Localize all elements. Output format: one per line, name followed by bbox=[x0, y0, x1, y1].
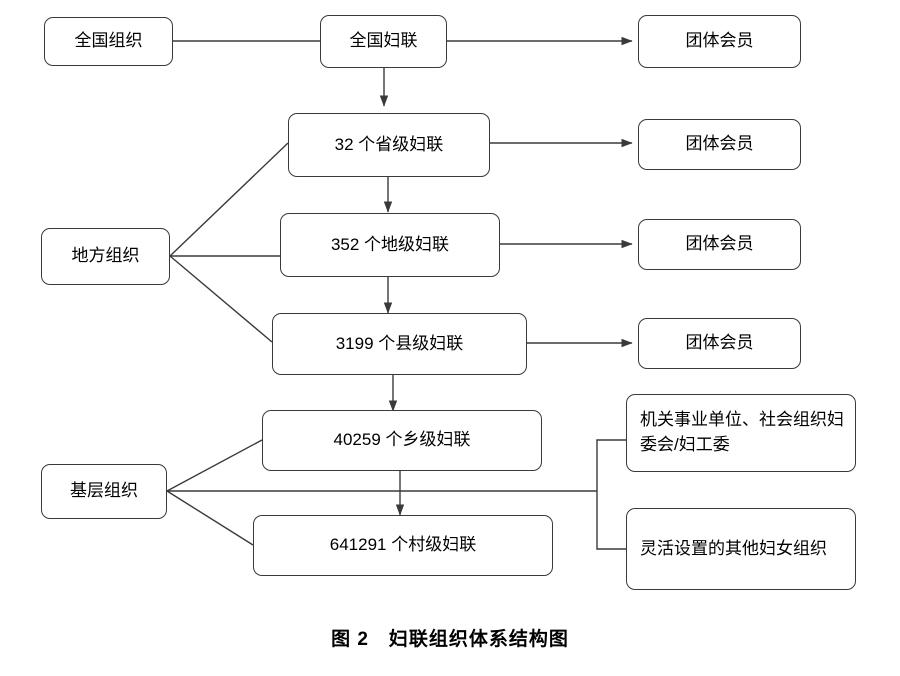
group-node-national[interactable]: 全国组织 bbox=[44, 17, 173, 66]
level-label-county: 3199 个县级妇联 bbox=[335, 333, 464, 353]
connector-local-group-to-county bbox=[169, 255, 273, 343]
level-node-prefecture[interactable]: 352 个地级妇联 bbox=[280, 213, 500, 277]
member-label-prefecture: 团体会员 bbox=[685, 234, 754, 254]
member-label-provincial: 团体会员 bbox=[685, 134, 754, 154]
figure-caption: 图 2 妇联组织体系结构图 bbox=[331, 629, 569, 650]
connector-bus-to-flexible bbox=[596, 491, 626, 550]
connector-bus-to-institutions bbox=[596, 439, 626, 491]
level-node-provincial[interactable]: 32 个省级妇联 bbox=[288, 113, 490, 177]
member-node-provincial[interactable]: 团体会员 bbox=[638, 119, 801, 170]
level-node-village[interactable]: 641291 个村级妇联 bbox=[253, 515, 553, 576]
level-label-national-federation: 全国妇联 bbox=[349, 31, 418, 51]
group-node-local[interactable]: 地方组织 bbox=[41, 228, 170, 285]
group-label-national: 全国组织 bbox=[74, 31, 143, 51]
group-label-grassroots: 基层组织 bbox=[70, 481, 138, 501]
group-node-grassroots[interactable]: 基层组织 bbox=[41, 464, 167, 519]
level-node-county[interactable]: 3199 个县级妇联 bbox=[272, 313, 527, 375]
grassroots-unit-node-flexible[interactable]: 灵活设置的其他妇女组织 bbox=[626, 508, 856, 590]
level-label-prefecture: 352 个地级妇联 bbox=[330, 234, 450, 254]
member-label-national: 团体会员 bbox=[685, 31, 754, 51]
level-label-provincial: 32 个省级妇联 bbox=[334, 134, 444, 154]
member-node-county[interactable]: 团体会员 bbox=[638, 318, 801, 369]
level-label-township: 40259 个乡级妇联 bbox=[333, 430, 471, 450]
member-label-county: 团体会员 bbox=[685, 333, 754, 353]
grassroots-unit-node-institutions[interactable]: 机关事业单位、社会组织妇委会/妇工委 bbox=[626, 394, 856, 472]
connector-grassroots-group-to-village bbox=[166, 490, 254, 546]
level-node-township[interactable]: 40259 个乡级妇联 bbox=[262, 410, 542, 471]
level-label-village: 641291 个村级妇联 bbox=[329, 535, 477, 555]
grassroots-unit-label-institutions: 机关事业单位、社会组织妇委会/妇工委 bbox=[640, 410, 844, 454]
connector-local-group-to-provincial bbox=[169, 142, 289, 257]
level-node-national-federation[interactable]: 全国妇联 bbox=[320, 15, 447, 68]
group-label-local: 地方组织 bbox=[71, 246, 140, 266]
connector-grassroots-group-to-township bbox=[166, 439, 263, 492]
member-node-national[interactable]: 团体会员 bbox=[638, 15, 801, 68]
member-node-prefecture[interactable]: 团体会员 bbox=[638, 219, 801, 270]
grassroots-unit-label-flexible: 灵活设置的其他妇女组织 bbox=[640, 538, 827, 558]
